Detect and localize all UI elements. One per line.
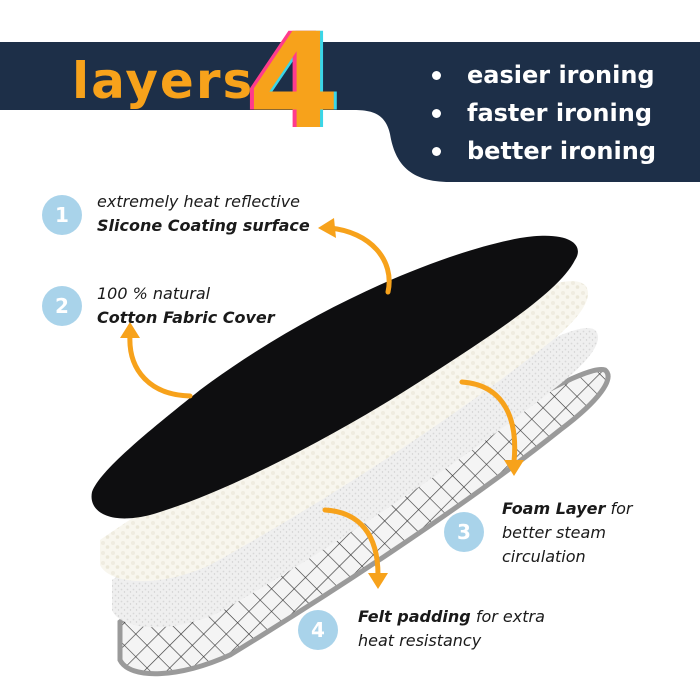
layer-label-1: extremely heat reflective Slicone Coatin…	[97, 192, 310, 235]
arrow-icons	[127, 225, 518, 578]
bullet-dot-icon	[432, 70, 441, 80]
bullet-dot-icon	[432, 108, 441, 118]
banner-background	[0, 42, 700, 182]
title-number: 4	[248, 5, 340, 159]
layer-badge-1: 1	[42, 195, 82, 235]
layer-badge-4: 4	[298, 610, 338, 650]
benefit-item: faster ironing	[432, 94, 656, 132]
cotton-fabric-layer	[100, 281, 588, 582]
arrow-heads	[120, 218, 524, 589]
arrow-icon-4	[322, 507, 381, 578]
arrow-icon-3	[459, 379, 518, 465]
header-banner	[0, 42, 700, 182]
layer-badge-2: 2	[42, 286, 82, 326]
arrow-icon-2	[127, 332, 193, 399]
bullet-dot-icon	[432, 146, 441, 156]
coating-surface-layer	[91, 235, 578, 519]
layer-label-3: Foam Layer for better steam circulation	[502, 499, 633, 566]
layer-badge-3: 3	[444, 512, 484, 552]
benefit-list: easier ironing faster ironing better iro…	[432, 56, 656, 170]
benefit-item: easier ironing	[432, 56, 656, 94]
benefit-item: better ironing	[432, 132, 656, 170]
arrow-icon-1	[327, 225, 392, 295]
layer-label-4: Felt padding for extra heat resistancy	[358, 607, 545, 650]
title-word: layers	[72, 52, 255, 110]
layer-label-2: 100 % natural Cotton Fabric Cover	[97, 284, 275, 327]
